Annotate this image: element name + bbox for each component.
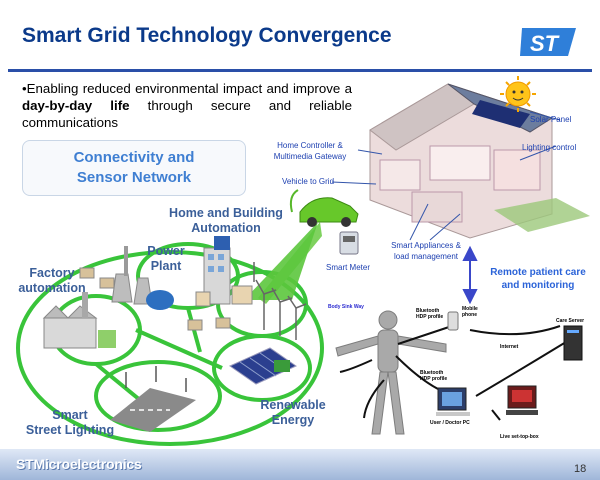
power-plant-label: Power Plant [147,244,185,273]
bullet-pre: •Enabling reduced environmental impact a… [22,81,352,96]
human-figure-icon [335,310,447,435]
connectivity-line2: Sensor Network [76,169,192,186]
bullet-post: through secure and reliable communicatio… [22,98,352,130]
body-sensor-label: Body Sink Way [328,304,364,310]
care-server-label: Care Server [556,318,585,324]
house-illustration [369,83,590,239]
street-icon [110,366,196,432]
page-number: 18 [574,463,587,475]
factory-icon [42,292,116,349]
power-plant-icon [111,246,174,310]
title-divider [8,69,592,72]
live-box-label: Live set-top-box [500,434,539,440]
double-arrow [462,245,478,305]
footer-brand: STMicroelectronics [16,456,142,472]
remote-care-label: Remote patient care and monitoring [490,267,586,291]
car-icon [289,189,359,227]
smart-appliances-label: Smart Appliances & load management [391,241,461,261]
bullet-text: •Enabling reduced environmental impact a… [22,80,352,131]
home-controller-label: Home Controller & Multimedia Gateway [273,141,347,161]
mobile-phone-label: Mobile phone [462,306,478,318]
smart-meter-icon [339,231,359,255]
user-pc-label: User / Doctor PC [430,420,470,426]
solar-field-icon [228,347,298,385]
connectivity-callout: Connectivity and Sensor Network [22,140,246,196]
factory-label: Factory automation [18,266,86,295]
vehicle-to-grid-label: Vehicle to Grid [282,177,335,186]
bluetooth-label-1: Bluetooth HDP profile [416,308,444,320]
svg-text:ST: ST [530,31,560,56]
lighting-control-label: Lighting control [522,143,577,152]
server-icon [563,325,583,361]
solar-panel-label: Solar Panel [530,115,572,124]
renewable-label: Renewable Energy [260,398,326,427]
wind-turbines-icon [253,262,307,340]
callout-lines [331,111,561,241]
slide-title: Smart Grid Technology Convergence [22,24,392,47]
pc-icon [436,387,470,416]
sun-icon [500,76,536,112]
network-circle [16,242,324,446]
internet-label: Internet [500,344,519,350]
bullet-bold: day-by-day life [22,98,130,113]
bluetooth-label-2: Bluetooth HDP profile [420,370,448,382]
smart-meter-label: Smart Meter [326,263,371,272]
footer-bar: STMicroelectronics [0,449,600,480]
street-lighting-label: Smart Street Lighting [25,408,115,437]
st-logo: ST [518,26,578,58]
home-building-label: Home and Building Automation [169,206,283,235]
houses-icon [79,267,231,331]
mobile-phone-icon [447,311,459,331]
connectivity-line1: Connectivity and [73,149,195,166]
buildings-icon [195,236,253,307]
set-top-box-icon [506,385,538,415]
